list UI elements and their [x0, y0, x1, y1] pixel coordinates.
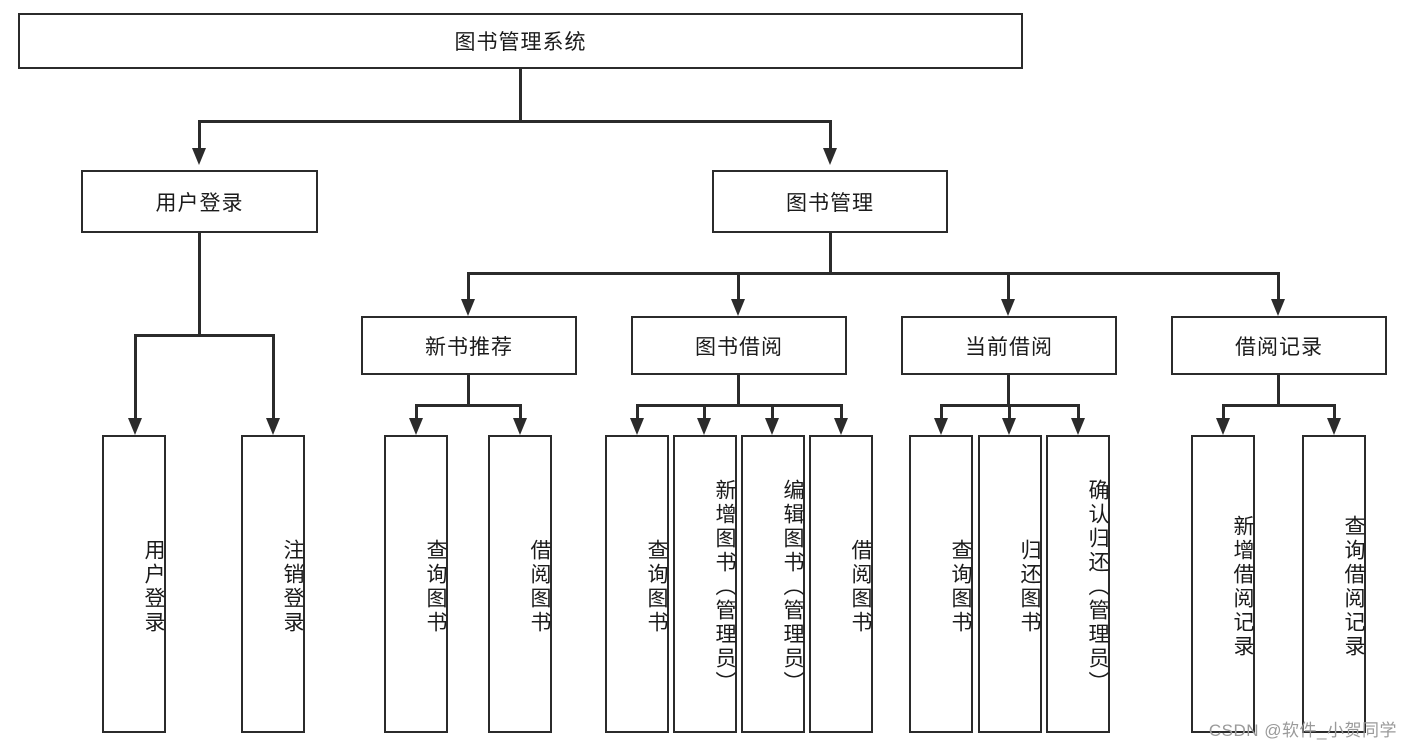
- arrow-to-user-login: [192, 148, 206, 165]
- connector-br-bus: [1222, 404, 1335, 407]
- node-label: 借阅图书: [528, 539, 551, 635]
- arrow-to-leaf-cb-return-book: [1002, 418, 1016, 435]
- connector-level3-bus: [467, 272, 1279, 275]
- connector-bb-drop-2: [703, 404, 706, 418]
- arrow-to-leaf-bb-borrow-book: [834, 418, 848, 435]
- node-label: 借阅图书: [849, 539, 872, 635]
- connector-nbr-drop-2: [519, 404, 522, 418]
- node-leaf-nbr-borrow-book[interactable]: 借阅图书: [488, 435, 552, 733]
- connector-level2-bus: [198, 120, 831, 123]
- watermark-text: CSDN @软件_小贺同学: [1208, 721, 1397, 740]
- node-root-library-system[interactable]: 图书管理系统: [18, 13, 1023, 69]
- node-label: 确认归还（管理员）: [1086, 479, 1109, 695]
- arrow-to-book-management: [823, 148, 837, 165]
- node-label: 查询图书: [949, 539, 972, 635]
- connector-bb-drop-1: [636, 404, 639, 418]
- node-user-login[interactable]: 用户登录: [81, 170, 318, 233]
- connector-br-drop-2: [1333, 404, 1336, 418]
- connector-level3-drop-3: [1007, 272, 1010, 300]
- node-borrow-record[interactable]: 借阅记录: [1171, 316, 1387, 375]
- node-leaf-br-add-record[interactable]: 新增借阅记录: [1191, 435, 1255, 733]
- node-label: 当前借阅: [965, 335, 1053, 359]
- node-label: 图书管理系统: [454, 31, 587, 54]
- node-label: 查询借阅记录: [1342, 515, 1365, 659]
- node-label: 图书管理: [786, 191, 874, 215]
- node-label: 编辑图书（管理员）: [781, 479, 804, 695]
- arrow-to-new-book-recommend: [461, 299, 475, 316]
- node-leaf-cb-confirm-return[interactable]: 确认归还（管理员）: [1046, 435, 1110, 733]
- connector-user-login-stem: [198, 233, 201, 335]
- arrow-to-leaf-bb-query-book: [630, 418, 644, 435]
- node-label: 用户登录: [155, 191, 244, 215]
- arrow-to-leaf-br-query-record: [1327, 418, 1341, 435]
- node-book-borrow[interactable]: 图书借阅: [631, 316, 847, 375]
- node-label: 新书推荐: [425, 335, 513, 359]
- arrow-to-leaf-logout: [266, 418, 280, 435]
- node-label: 查询图书: [424, 539, 447, 635]
- connector-user-login-bus: [134, 334, 274, 337]
- arrow-to-leaf-cb-confirm-return: [1071, 418, 1085, 435]
- arrow-to-leaf-nbr-query-book: [409, 418, 423, 435]
- node-leaf-bb-query-book[interactable]: 查询图书: [605, 435, 669, 733]
- connector-cb-drop-2: [1008, 404, 1011, 418]
- connector-level3-drop-4: [1277, 272, 1280, 300]
- connector-level2-drop-right: [829, 120, 832, 148]
- arrow-to-leaf-br-add-record: [1216, 418, 1230, 435]
- node-label: 新增借阅记录: [1231, 515, 1254, 659]
- node-current-borrow[interactable]: 当前借阅: [901, 316, 1117, 375]
- arrow-to-leaf-cb-query-book: [934, 418, 948, 435]
- node-leaf-br-query-record[interactable]: 查询借阅记录: [1302, 435, 1366, 733]
- connector-cb-stem: [1007, 375, 1010, 406]
- node-leaf-user-login[interactable]: 用户登录: [102, 435, 166, 733]
- connector-bb-bus: [636, 404, 842, 407]
- connector-nbr-bus: [415, 404, 521, 407]
- node-book-management[interactable]: 图书管理: [712, 170, 948, 233]
- node-label: 借阅记录: [1235, 335, 1323, 359]
- connector-bb-drop-4: [840, 404, 843, 418]
- node-label: 用户登录: [142, 539, 165, 635]
- connector-br-drop-1: [1222, 404, 1225, 418]
- node-label: 图书借阅: [695, 335, 783, 359]
- connector-book-management-stem: [829, 233, 832, 273]
- node-label: 归还图书: [1018, 539, 1041, 635]
- connector-br-stem: [1277, 375, 1280, 406]
- node-leaf-logout[interactable]: 注销登录: [241, 435, 305, 733]
- arrow-to-leaf-bb-edit-book: [765, 418, 779, 435]
- node-label: 注销登录: [281, 539, 304, 635]
- connector-root-stem: [519, 69, 522, 121]
- connector-user-login-drop-2: [272, 334, 275, 418]
- node-leaf-cb-return-book[interactable]: 归还图书: [978, 435, 1042, 733]
- node-leaf-bb-edit-book[interactable]: 编辑图书（管理员）: [741, 435, 805, 733]
- connector-bb-stem: [737, 375, 740, 406]
- connector-bb-drop-3: [771, 404, 774, 418]
- node-new-book-recommend[interactable]: 新书推荐: [361, 316, 577, 375]
- arrow-to-leaf-user-login: [128, 418, 142, 435]
- connector-level3-drop-2: [737, 272, 740, 300]
- node-label: 查询图书: [645, 539, 668, 635]
- arrow-to-current-borrow: [1001, 299, 1015, 316]
- node-leaf-bb-add-book[interactable]: 新增图书（管理员）: [673, 435, 737, 733]
- connector-user-login-drop-1: [134, 334, 137, 418]
- node-leaf-nbr-query-book[interactable]: 查询图书: [384, 435, 448, 733]
- node-leaf-bb-borrow-book[interactable]: 借阅图书: [809, 435, 873, 733]
- connector-level2-drop-left: [198, 120, 201, 148]
- connector-level3-drop-1: [467, 272, 470, 300]
- node-label: 新增图书（管理员）: [713, 479, 736, 695]
- arrow-to-leaf-nbr-borrow-book: [513, 418, 527, 435]
- node-leaf-cb-query-book[interactable]: 查询图书: [909, 435, 973, 733]
- arrow-to-book-borrow: [731, 299, 745, 316]
- connector-cb-drop-1: [940, 404, 943, 418]
- connector-nbr-drop-1: [415, 404, 418, 418]
- arrow-to-leaf-bb-add-book: [697, 418, 711, 435]
- connector-cb-drop-3: [1077, 404, 1080, 418]
- connector-nbr-stem: [467, 375, 470, 406]
- arrow-to-borrow-record: [1271, 299, 1285, 316]
